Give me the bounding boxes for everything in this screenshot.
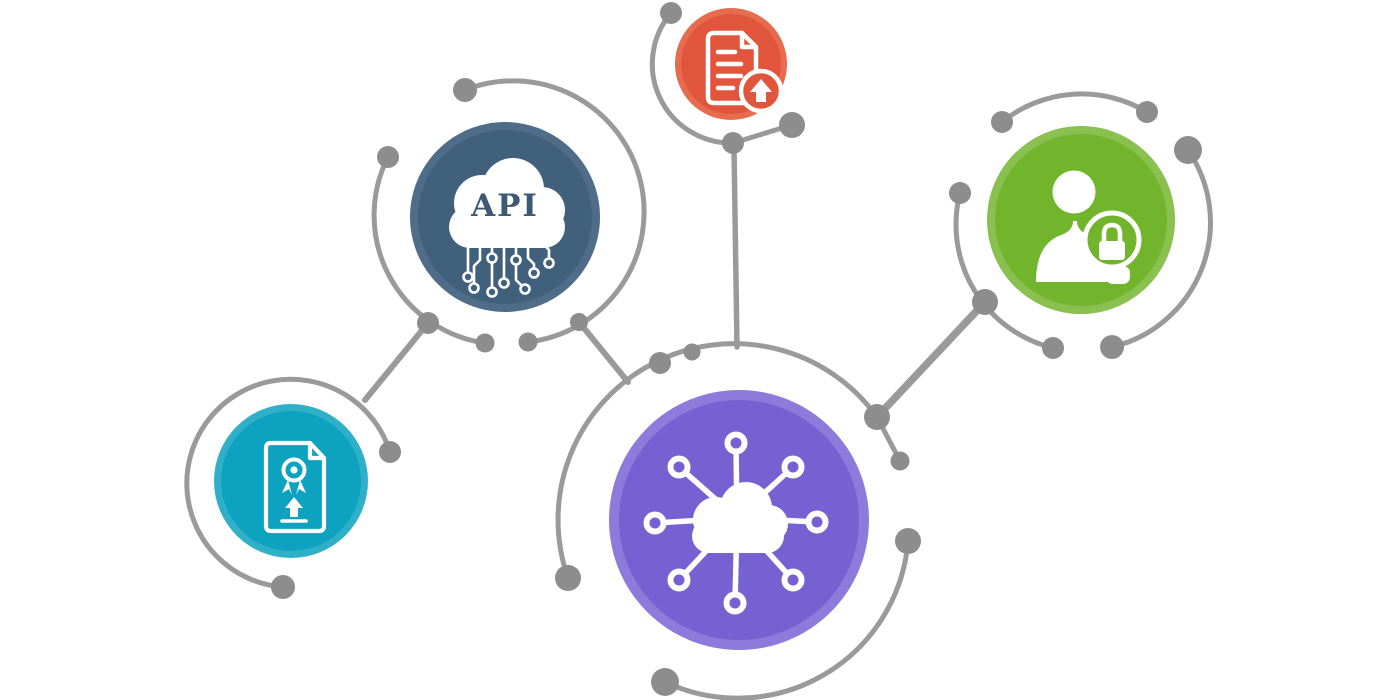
node-api-cloud: API <box>410 122 600 312</box>
upload-arrow-icon <box>750 79 772 102</box>
circuit-node-ring <box>519 283 531 295</box>
document-fold <box>739 30 759 50</box>
connector-dot <box>417 312 439 334</box>
connector-dots <box>271 2 1202 696</box>
node-certificate <box>214 404 368 558</box>
arc-upload-node <box>649 10 736 146</box>
hub-ring <box>643 511 667 535</box>
connector-line-api-to-hub <box>576 319 631 385</box>
api-cloud-circuit-icon <box>462 238 555 298</box>
connector-line-api-to-certificate <box>362 320 431 403</box>
hub-ring <box>781 568 805 592</box>
certificate-document-fold <box>307 440 327 461</box>
circuit-trace <box>514 263 523 287</box>
connector-dot <box>1042 337 1064 359</box>
connector-dot <box>895 528 921 554</box>
connector-dot <box>1174 136 1202 164</box>
connector-line-upload-to-hub <box>731 143 740 350</box>
certificate-upload-icon <box>263 440 327 534</box>
certificate-fill-details <box>282 466 306 517</box>
circuit-trace <box>538 238 551 260</box>
user-silhouette <box>1036 170 1130 284</box>
circuit-trace <box>472 242 482 285</box>
cloud-network-icon <box>692 482 788 553</box>
arc-api-right <box>462 78 647 345</box>
api-cloud-shape <box>449 158 565 248</box>
connector-dot <box>570 313 588 331</box>
certificate-document-outline <box>263 440 327 534</box>
circuit-node-ring <box>528 267 540 279</box>
connector-dot <box>864 404 890 430</box>
connector-dot <box>991 111 1013 133</box>
lock-badge-circle <box>1082 210 1142 270</box>
circuit-node-ring <box>468 282 480 294</box>
circuit-node-ring <box>543 257 555 269</box>
api-label: API <box>470 188 539 224</box>
certificate-rosette-ring <box>281 457 307 483</box>
connector-dot <box>683 343 701 361</box>
hub-ring <box>723 591 747 615</box>
connectors <box>184 10 1213 700</box>
user-head <box>1052 170 1096 214</box>
connector-dot <box>651 668 679 696</box>
rosette-ribbon-right <box>296 480 306 495</box>
connector-dot <box>555 565 581 591</box>
connector-dot <box>271 575 295 599</box>
node-cloud-hub <box>609 390 869 650</box>
connector-dot <box>518 332 538 352</box>
connector-line-user-to-hub <box>873 298 989 421</box>
user-shoulders <box>1036 221 1114 282</box>
arc-user-left <box>953 190 1056 351</box>
hub-ring <box>805 510 829 534</box>
circuit-node-ring <box>498 277 510 289</box>
connector-dot <box>1100 335 1124 359</box>
connector-dot <box>377 146 399 168</box>
arc-api-left <box>371 154 488 346</box>
arc-hub-bottom <box>662 538 911 700</box>
lock-shackle <box>1101 222 1123 244</box>
lock-body-fill <box>1099 241 1125 260</box>
connector-dot <box>453 78 477 102</box>
node-document-upload <box>675 8 787 120</box>
user-lock-icon <box>1082 210 1142 270</box>
connector-dot <box>972 289 998 315</box>
connector-dot <box>660 2 682 24</box>
connector-dot <box>779 112 805 138</box>
node-user-security <box>987 126 1175 314</box>
connector-dot <box>890 451 910 471</box>
cloud-base <box>692 519 784 553</box>
hub-ring <box>667 568 691 592</box>
certificate-upload-arrow <box>285 497 303 517</box>
arc-user-top <box>999 91 1150 125</box>
rosette-ribbon-left <box>282 480 292 495</box>
connector-dot <box>722 132 744 154</box>
connector-dot <box>1136 101 1158 123</box>
hub-ring <box>667 455 691 479</box>
circuit-node-ring <box>462 271 474 283</box>
arc-certificate-node <box>184 376 393 590</box>
connector-dot <box>379 441 401 463</box>
user-arm <box>1106 266 1130 284</box>
connector-dot <box>649 352 671 374</box>
hub-ring <box>724 431 748 455</box>
hub-ring <box>781 455 805 479</box>
circuit-trace <box>526 242 536 270</box>
cloud-base <box>449 206 565 248</box>
circuit-node-ring <box>486 286 498 298</box>
connector-dot <box>949 182 971 204</box>
connector-dot <box>475 333 495 353</box>
lock-body <box>1099 241 1125 260</box>
hub-node-rings <box>643 431 829 615</box>
upload-arrow <box>750 79 772 102</box>
rosette-center-dot <box>290 466 298 474</box>
arc-user-right <box>1109 147 1213 350</box>
